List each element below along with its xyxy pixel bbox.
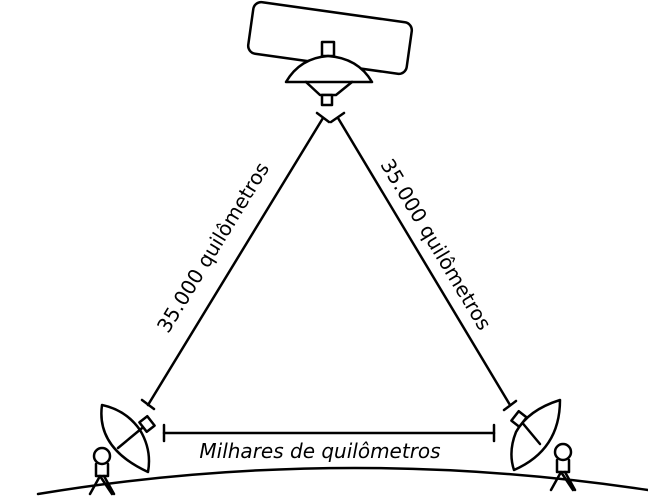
ground-distance-line	[162, 423, 496, 443]
right-distance-label: 35.000 quilômetros	[376, 155, 497, 335]
earth-surface	[36, 466, 648, 496]
ground-distance-label: Milhares de quilômetros	[199, 439, 440, 463]
left-distance-label: 35.000 quilômetros	[152, 158, 274, 337]
left-satellite-dish-icon	[88, 403, 156, 496]
right-distance-line	[329, 111, 518, 412]
satellite-icon	[246, 0, 414, 107]
left-distance-line	[140, 111, 331, 411]
right-satellite-dish-icon	[510, 398, 577, 492]
